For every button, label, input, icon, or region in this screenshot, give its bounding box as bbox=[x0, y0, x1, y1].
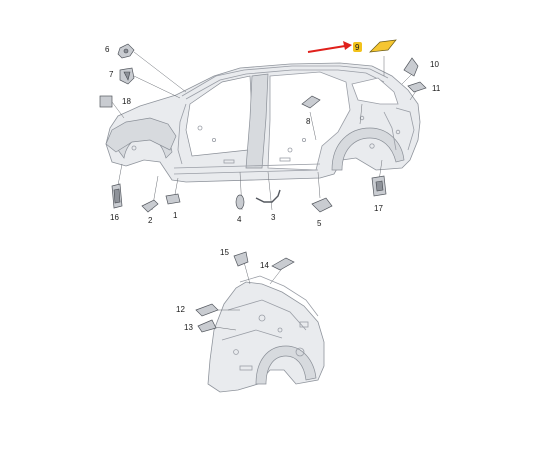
part-15 bbox=[233, 251, 249, 267]
part-11 bbox=[407, 81, 427, 93]
part-7 bbox=[119, 67, 135, 85]
callout-5[interactable]: 5 bbox=[317, 219, 322, 228]
callout-16[interactable]: 16 bbox=[110, 213, 119, 222]
part-9-highlighted[interactable] bbox=[369, 39, 397, 53]
callout-14[interactable]: 14 bbox=[260, 261, 269, 270]
callout-9-highlighted[interactable]: 9 bbox=[353, 42, 362, 52]
callout-17[interactable]: 17 bbox=[374, 204, 383, 213]
callout-1[interactable]: 1 bbox=[173, 211, 178, 220]
callout-9[interactable]: 9 bbox=[355, 43, 360, 52]
part-12 bbox=[195, 303, 219, 317]
part-13 bbox=[197, 319, 217, 333]
part-8 bbox=[301, 95, 321, 109]
callout-7[interactable]: 7 bbox=[109, 70, 114, 79]
callout-13[interactable]: 13 bbox=[184, 323, 193, 332]
part-3 bbox=[255, 189, 281, 203]
pointer-arrow bbox=[307, 41, 352, 53]
callout-15[interactable]: 15 bbox=[220, 248, 229, 257]
part-17 bbox=[371, 175, 387, 197]
part-10 bbox=[403, 57, 419, 77]
part-2 bbox=[141, 199, 159, 213]
part-5 bbox=[311, 197, 333, 213]
callout-12[interactable]: 12 bbox=[176, 305, 185, 314]
part-14 bbox=[271, 257, 295, 271]
part-4 bbox=[235, 194, 245, 210]
callout-8[interactable]: 8 bbox=[306, 117, 311, 126]
callout-11[interactable]: 11 bbox=[432, 84, 441, 93]
callout-3[interactable]: 3 bbox=[271, 213, 276, 222]
callout-2[interactable]: 2 bbox=[148, 216, 153, 225]
callout-4[interactable]: 4 bbox=[237, 215, 242, 224]
part-16 bbox=[111, 183, 123, 209]
callout-6[interactable]: 6 bbox=[105, 45, 110, 54]
part-18 bbox=[99, 95, 113, 108]
callout-18[interactable]: 18 bbox=[122, 97, 131, 106]
part-1 bbox=[165, 193, 181, 205]
callout-labels: 6 7 18 16 2 1 4 3 5 8 10 11 17 15 14 12 … bbox=[105, 45, 441, 332]
callout-10[interactable]: 10 bbox=[430, 60, 439, 69]
part-6 bbox=[117, 43, 135, 59]
body-side-panel bbox=[105, 62, 421, 183]
rear-quarter-inset bbox=[207, 275, 325, 393]
